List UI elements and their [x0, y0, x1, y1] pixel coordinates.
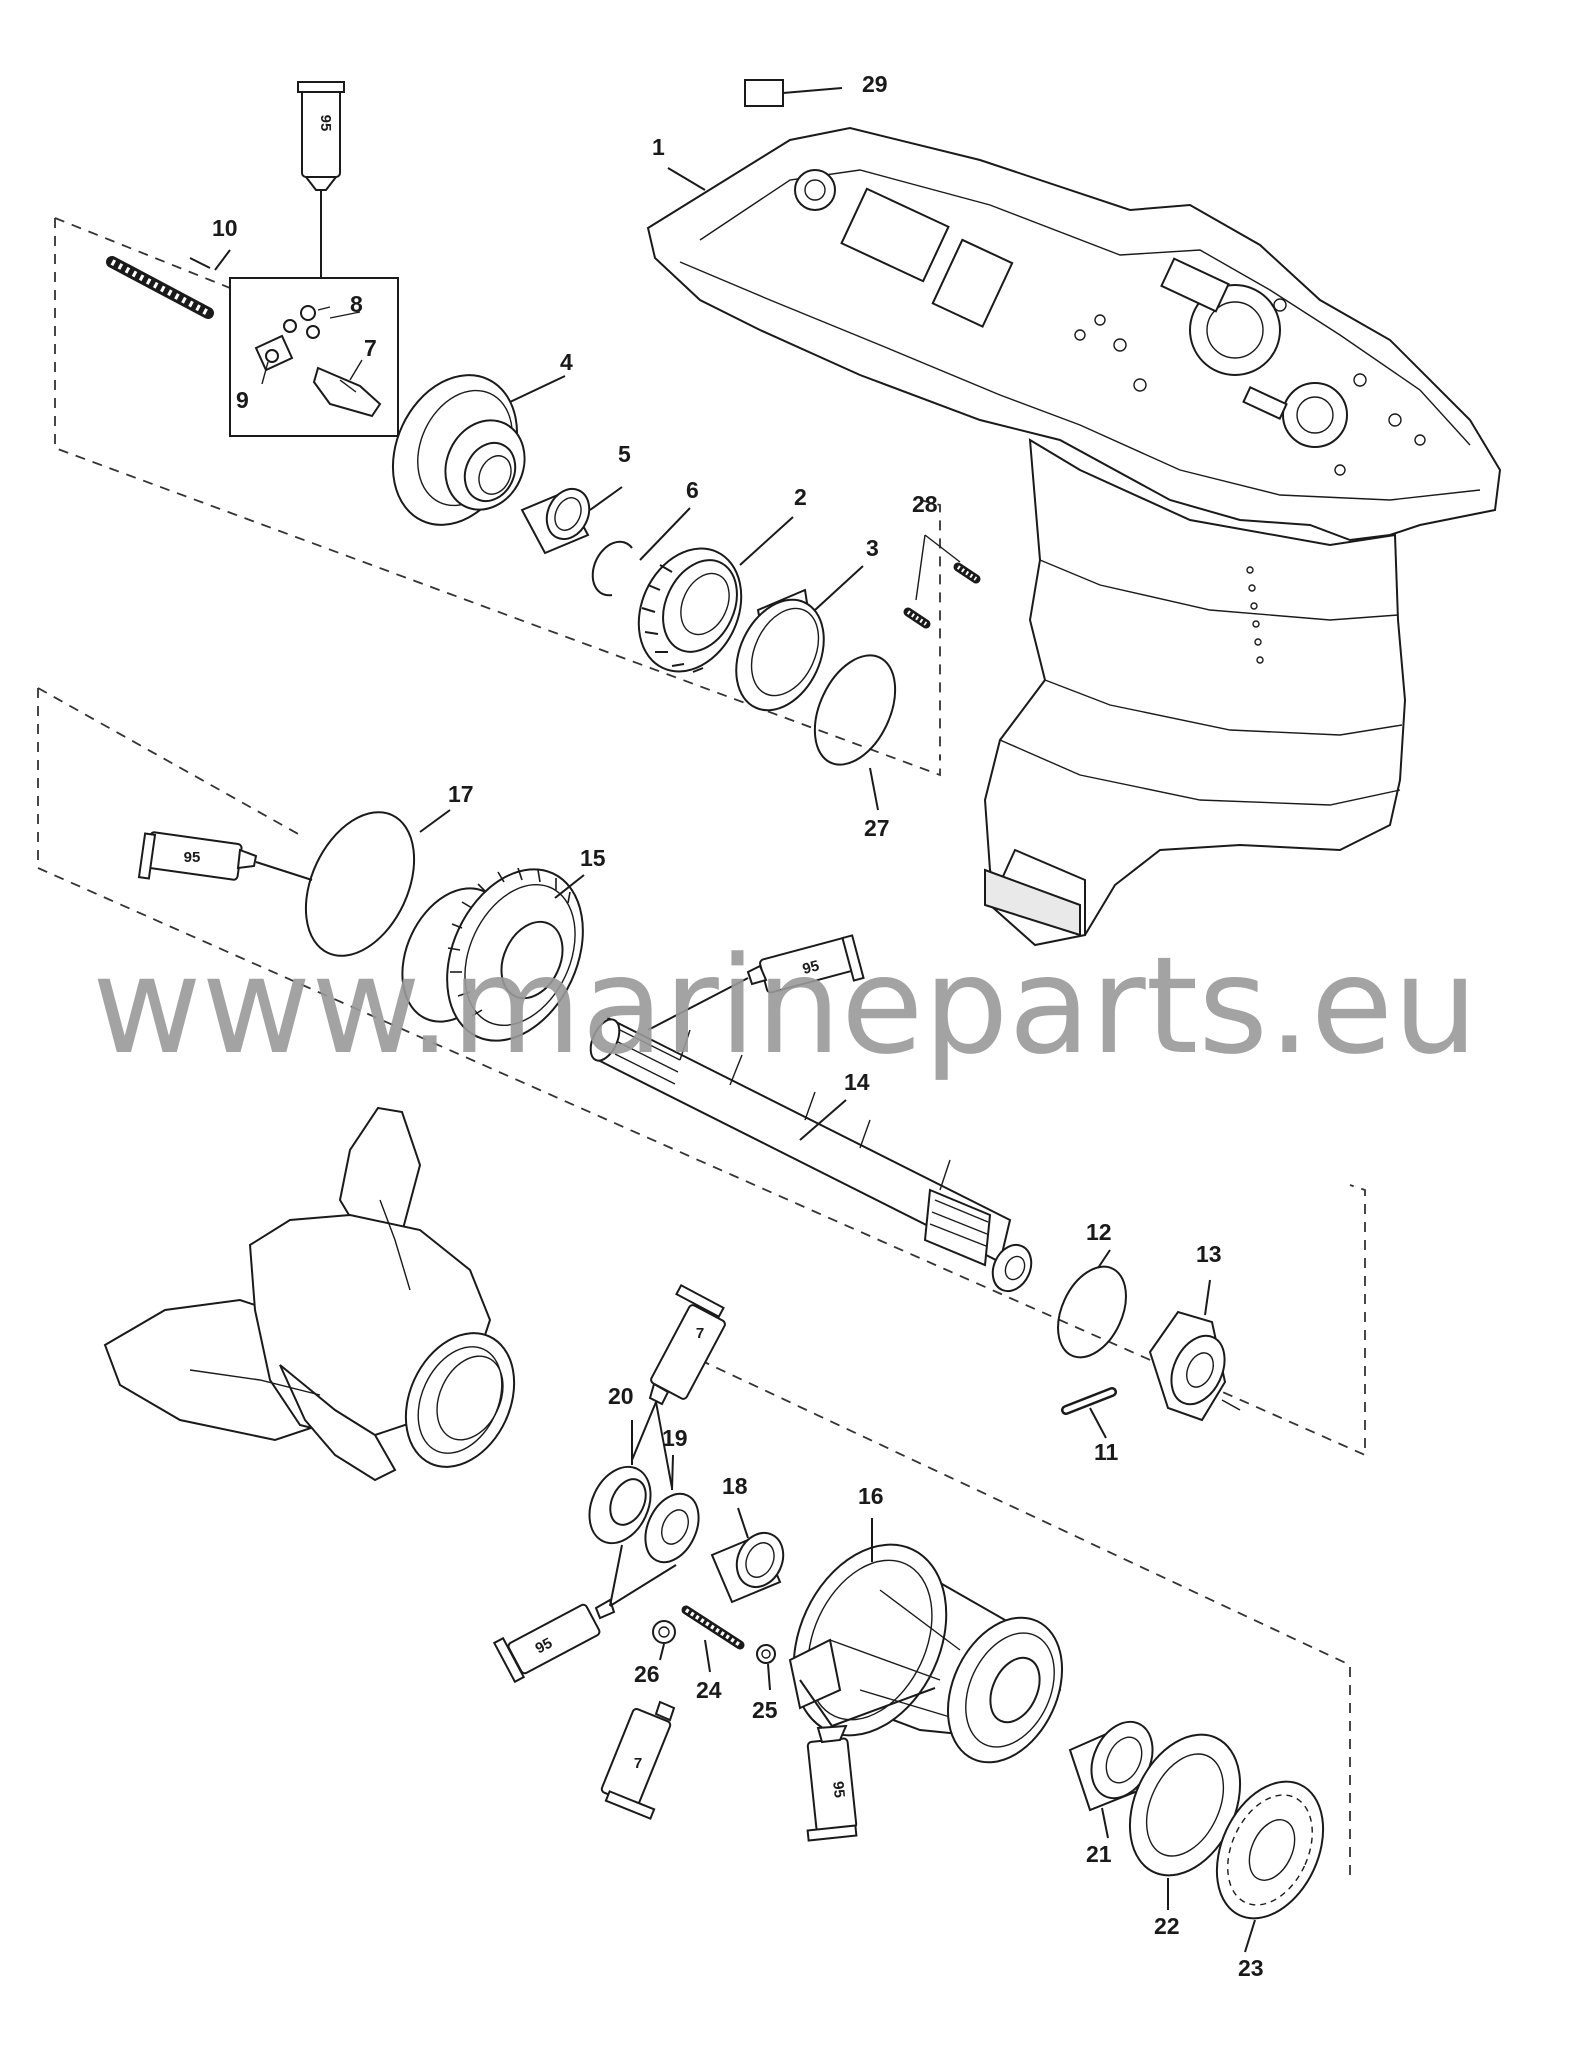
tube-7-label-top: 7 — [696, 1325, 704, 1342]
callout-28: 28 — [912, 491, 938, 517]
part-4-retainer — [391, 374, 526, 526]
propeller — [103, 1106, 516, 1482]
callout-26: 26 — [634, 1661, 660, 1687]
part-18-bushing — [710, 1531, 785, 1604]
leader-lines — [214, 167, 1256, 1953]
watermark-text: www.marineparts.eu — [92, 928, 1478, 1084]
callout-14: 14 — [844, 1069, 870, 1095]
sealant-tube-95-lower-left: 95 — [492, 1544, 677, 1684]
callout-2: 2 — [794, 484, 807, 510]
callout-5: 5 — [618, 441, 631, 467]
tube-7-label-lower: 7 — [634, 1755, 642, 1772]
callout-20: 20 — [608, 1383, 634, 1409]
tube-95-label-shaft: 95 — [801, 957, 822, 978]
part-21-needle-bearing — [1068, 1720, 1154, 1812]
callout-3: 3 — [866, 535, 879, 561]
assembly-boundary-upper — [54, 217, 941, 777]
callout-27: 27 — [864, 815, 890, 841]
callout-9: 9 — [236, 387, 249, 413]
part-19-washer — [644, 1492, 700, 1564]
part-14-propshaft — [589, 1016, 1033, 1293]
callout-21: 21 — [1086, 1841, 1112, 1867]
part-17-o-ring — [304, 811, 416, 957]
part-27-o-ring — [813, 654, 897, 766]
tube-95-label: 95 — [317, 115, 334, 132]
water-intake-holes — [1246, 566, 1264, 664]
callout-7: 7 — [364, 335, 377, 361]
part-3-bearing-race — [735, 588, 825, 712]
callout-12: 12 — [1086, 1219, 1112, 1245]
part-2-roller-bearing — [637, 547, 743, 673]
tube-95-label-lower-left: 95 — [533, 1635, 556, 1658]
callout-10: 10 — [212, 215, 238, 241]
part-16-bearing-carrier — [788, 1543, 1064, 1764]
sealant-tube-95-shaft: 95 — [647, 934, 865, 1031]
callout-11: 11 — [1094, 1439, 1119, 1465]
detail-box-parts-7-8-9 — [229, 277, 399, 437]
part-28-pins — [903, 534, 981, 629]
part-12-ring — [1057, 1265, 1127, 1359]
part-22-thrust-washer — [1128, 1733, 1242, 1877]
callout-8: 8 — [350, 291, 363, 317]
callout-1: 1 — [652, 134, 665, 160]
part-11-cross-pin — [1061, 1387, 1117, 1415]
assembly-boundary-middle — [37, 687, 1366, 1457]
part-6-retaining-ring — [591, 540, 633, 597]
callout-6: 6 — [686, 477, 699, 503]
callout-labels: 1 2 3 4 5 6 7 8 9 10 11 12 13 14 15 16 1… — [212, 71, 1264, 1981]
sealant-tube-95-top: 95 — [297, 81, 345, 278]
sealant-tube-95-left: 95 — [137, 831, 313, 881]
callout-18: 18 — [722, 1473, 748, 1499]
tube-95-label-bottom: 95 — [829, 1780, 848, 1798]
callout-24: 24 — [696, 1677, 722, 1703]
callout-19: 19 — [662, 1425, 688, 1451]
part-25-washer — [756, 1644, 776, 1664]
part-23-thrust-bearing — [1215, 1780, 1325, 1920]
part-24-stud — [681, 1605, 745, 1650]
part-5-needle-bearing — [520, 487, 591, 555]
callout-16: 16 — [858, 1483, 884, 1509]
sealant-tube-7-top: 7 — [631, 1283, 726, 1489]
callout-13: 13 — [1196, 1241, 1222, 1267]
callout-25: 25 — [752, 1697, 778, 1723]
part-15-gear — [401, 867, 584, 1042]
callout-15: 15 — [580, 845, 606, 871]
callout-29: 29 — [862, 71, 888, 97]
part-29-square — [744, 79, 843, 107]
callout-4: 4 — [560, 349, 573, 375]
part-26-nut — [652, 1620, 676, 1644]
callout-17: 17 — [448, 781, 474, 807]
part-10-spring — [106, 256, 214, 319]
sealant-tube-7-lower: 7 — [600, 1700, 676, 1820]
tube-95-label-left: 95 — [184, 849, 201, 866]
callout-22: 22 — [1154, 1913, 1180, 1939]
part-20-seal — [588, 1465, 652, 1545]
callout-23: 23 — [1238, 1955, 1264, 1981]
gear-housing-part-1 — [646, 126, 1502, 947]
part-13-clutch — [1148, 1310, 1241, 1422]
sealant-tube-95-bottom: 95 — [799, 1679, 936, 1842]
